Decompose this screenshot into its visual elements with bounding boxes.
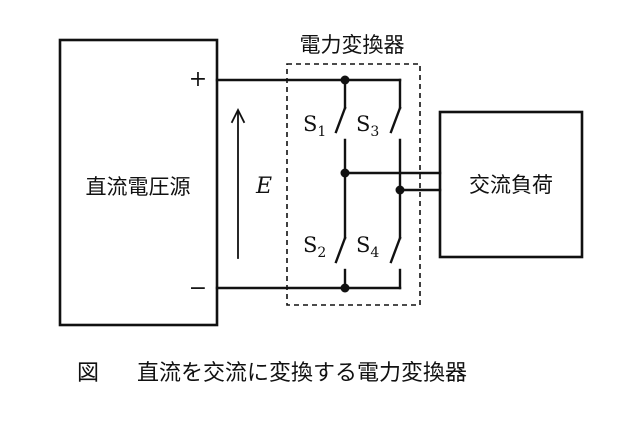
dc-rails [215,78,402,290]
left-leg [334,78,347,290]
caption-prefix: 図 [77,361,99,386]
switch-label-s3: S3 [356,112,379,140]
dc-source-label: 直流電圧源 [86,175,191,199]
switch-label-s1: S1 [303,112,326,140]
minus-terminal-label: − [189,276,207,301]
voltage-arrow [230,107,246,259]
converter-label: 電力変換器 [300,33,405,57]
ac-output-wires [343,171,442,192]
dc-source-box [58,38,219,327]
switch-label-s4: S4 [356,233,379,261]
ac-load-label: 交流負荷 [469,173,553,197]
junction-dot-bottom-left [340,283,350,293]
caption-text: 直流を交流に変換する電力変換器 [137,361,467,386]
ac-load-box [438,110,584,259]
switch-label-s2: S2 [303,233,326,261]
voltage-symbol: E [255,174,272,199]
plus-terminal-label: + [189,67,207,92]
right-leg [389,78,402,290]
junction-dot-top-left [340,75,350,85]
converter-frame [286,63,421,306]
